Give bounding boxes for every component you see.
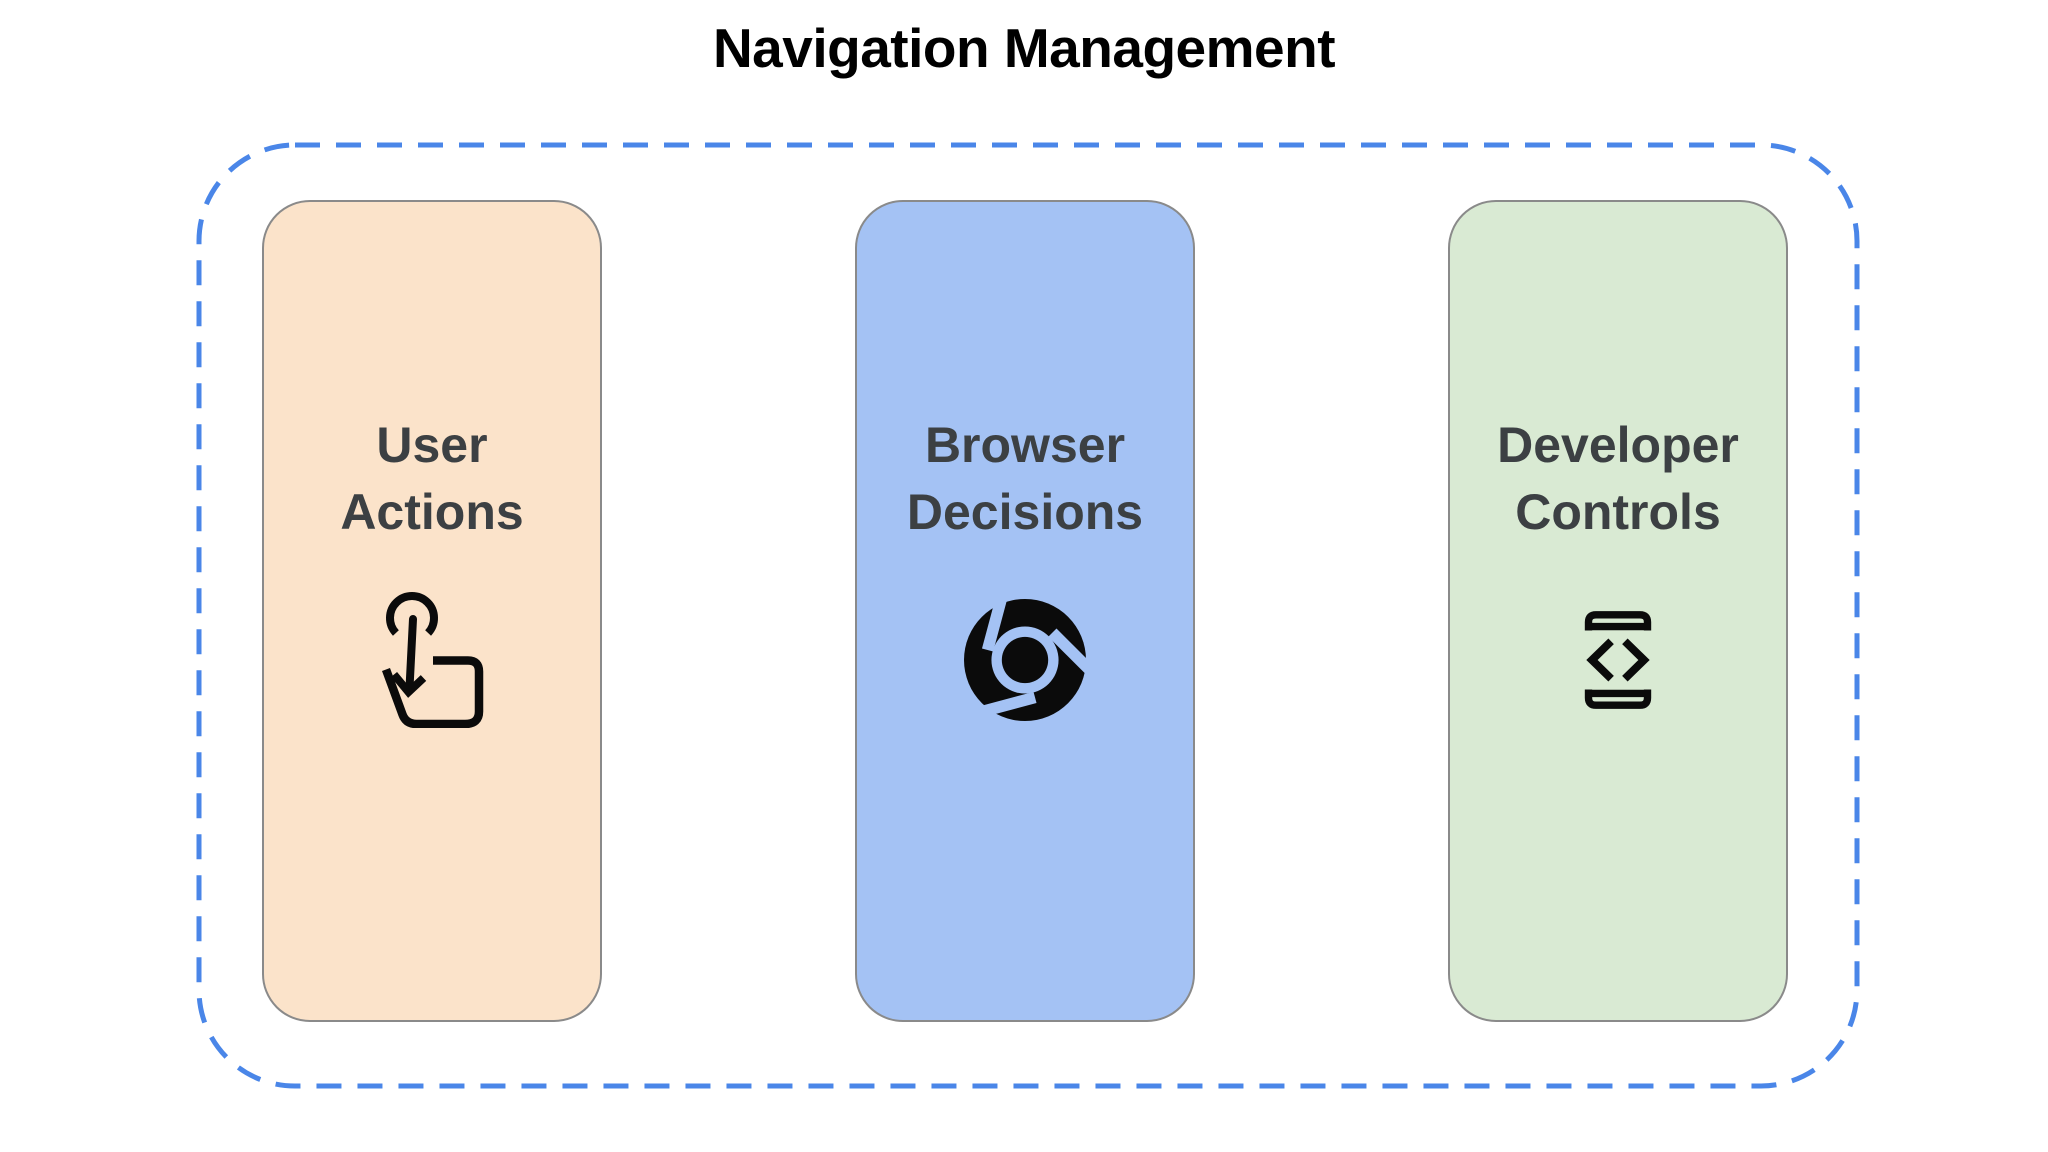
card-label-line: Developer xyxy=(1497,417,1739,473)
card-browser-decisions: Browser Decisions xyxy=(855,200,1195,1022)
card-label-line: User xyxy=(376,417,488,473)
tap-gesture-icon xyxy=(382,592,484,728)
chrome-browser-icon xyxy=(964,599,1086,721)
card-label-line: Browser xyxy=(924,417,1126,473)
card-user-actions-label: User Actions xyxy=(340,412,523,546)
card-developer-controls-label: Developer Controls xyxy=(1497,412,1739,546)
card-label-line: Controls xyxy=(1515,484,1721,540)
card-icon-wrap xyxy=(1559,590,1677,730)
card-developer-controls: Developer Controls xyxy=(1448,200,1788,1022)
card-label-line: Actions xyxy=(340,484,524,540)
card-icon-wrap xyxy=(964,590,1086,730)
card-label-line: Decisions xyxy=(906,484,1144,540)
card-browser-decisions-label: Browser Decisions xyxy=(907,412,1143,546)
card-user-actions: User Actions xyxy=(262,200,602,1022)
code-in-phone-icon xyxy=(1584,611,1652,709)
card-icon-wrap xyxy=(380,590,484,730)
diagram-title: Navigation Management xyxy=(712,17,1336,79)
